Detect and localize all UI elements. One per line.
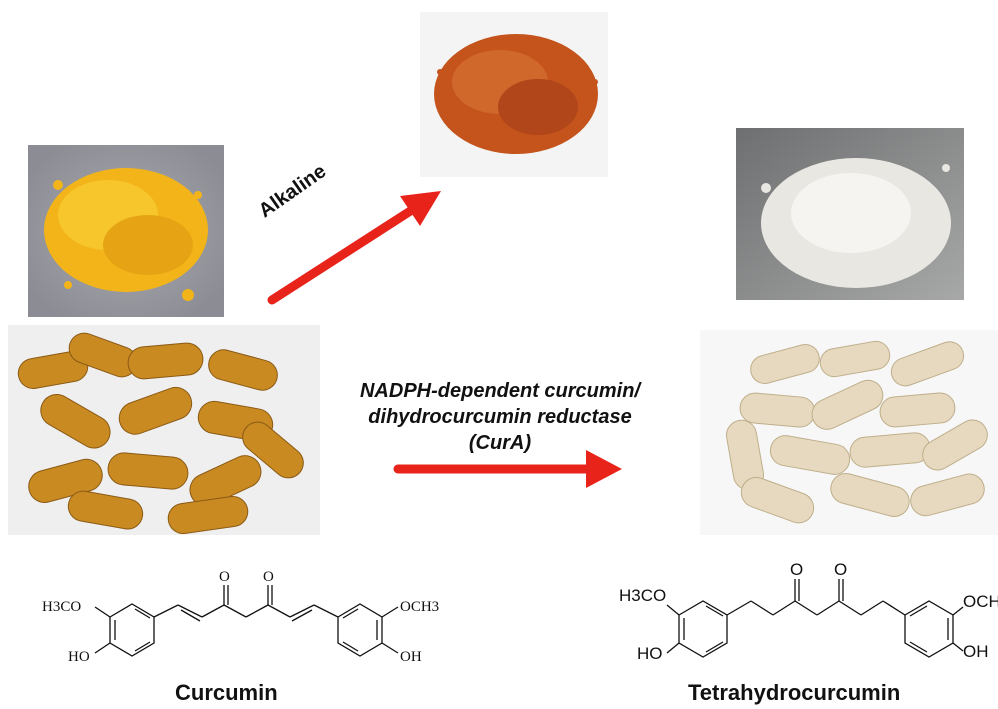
alkaline-arrow xyxy=(267,191,441,305)
enzyme-label-line2: dihydrocurcumin reductase xyxy=(368,406,632,428)
alkaline-label: Alkaline xyxy=(254,160,331,223)
thc-o1: O xyxy=(790,560,803,579)
curcumin-ho: HO xyxy=(68,649,90,665)
curcumin-oh: OH xyxy=(400,649,422,665)
curcumin-o1: O xyxy=(219,569,230,585)
curcumin-powder-photo xyxy=(28,145,224,317)
curcumin-name: Curcumin xyxy=(175,680,278,705)
tetrahydrocurcumin-capsules-photo xyxy=(700,330,998,535)
thc-oh: OH xyxy=(963,642,989,661)
enzyme-label: NADPH-dependent curcumin/ dihydrocurcumi… xyxy=(330,378,670,456)
curcumin-o2: O xyxy=(263,569,274,585)
curcumin-och3: OCH3 xyxy=(400,599,439,615)
tetrahydrocurcumin-powder-photo xyxy=(736,128,964,300)
thc-och: OCH xyxy=(963,592,998,611)
curcumin-capsules-photo xyxy=(8,325,320,535)
enzyme-label-line1: NADPH-dependent curcumin/ xyxy=(359,380,641,402)
thc-h3co: H3CO xyxy=(619,586,666,605)
thc-o2: O xyxy=(834,560,847,579)
tetrahydrocurcumin-structure: H3CO HO O O OCH OH xyxy=(619,560,998,663)
alkaline-powder-photo xyxy=(420,12,608,177)
thc-ho: HO xyxy=(637,644,663,663)
curcumin-h3co: H3CO xyxy=(42,599,81,615)
tetrahydrocurcumin-name: Tetrahydrocurcumin xyxy=(688,680,901,705)
curcumin-structure: H3CO HO O O OCH3 OH xyxy=(42,569,439,665)
enzyme-label-line3: (CurA) xyxy=(468,432,532,454)
